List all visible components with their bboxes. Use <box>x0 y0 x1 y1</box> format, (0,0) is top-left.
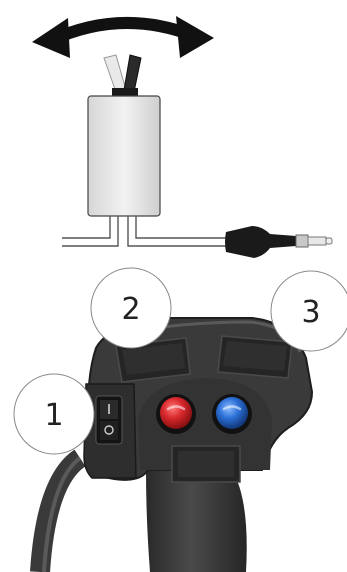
lower-push-button[interactable] <box>172 446 240 482</box>
callout-1: 1 <box>14 374 94 454</box>
rocker-switch[interactable] <box>96 396 122 444</box>
callout-2: 2 <box>91 268 171 348</box>
switch-body <box>88 96 160 216</box>
cable-jack-icon <box>225 226 332 258</box>
callout-label: 2 <box>121 292 140 327</box>
wiring-lines <box>62 216 232 246</box>
blue-button[interactable] <box>212 394 252 434</box>
callout-label: 3 <box>301 295 320 330</box>
double-arrow-icon <box>32 16 214 58</box>
right-push-button[interactable] <box>218 336 292 378</box>
callout-3: 3 <box>271 271 347 351</box>
callout-label: 1 <box>44 398 63 433</box>
toggle-handle-icon <box>104 55 141 96</box>
red-button[interactable] <box>156 394 196 434</box>
